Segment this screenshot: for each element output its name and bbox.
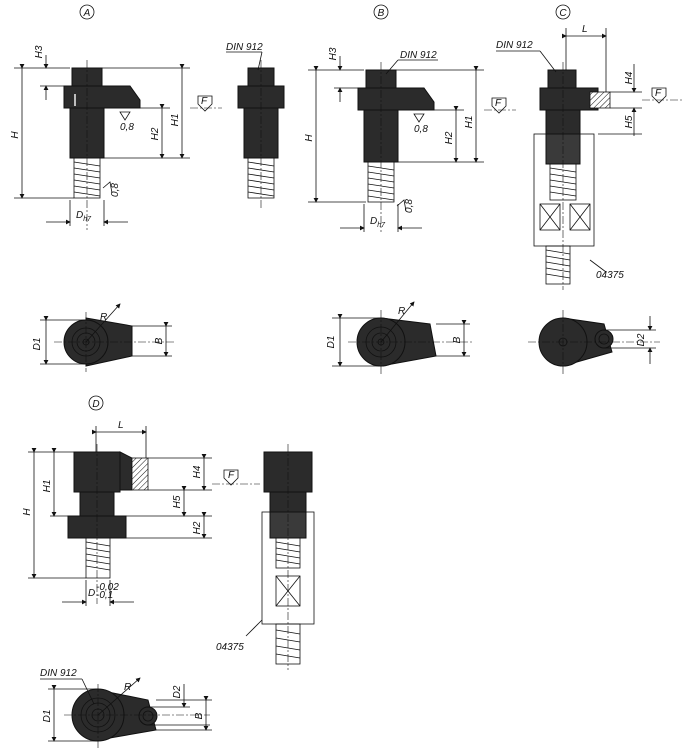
svg-text:H2: H2 [192, 521, 203, 534]
variant-a-side-view [63, 60, 141, 230]
variant-b-top-view: D1 R B [326, 301, 472, 374]
svg-text:DIN 912: DIN 912 [226, 42, 263, 53]
svg-text:H2: H2 [444, 131, 455, 144]
svg-text:H1: H1 [170, 114, 181, 127]
variant-a-dims: H H3 H1 H2 0,8 0,8 Dh7 F [10, 45, 222, 226]
svg-text:R: R [124, 682, 131, 693]
svg-text:H5: H5 [624, 115, 635, 128]
svg-text:DIN 912: DIN 912 [400, 50, 437, 61]
svg-text:B: B [194, 712, 205, 719]
svg-text:H: H [22, 508, 33, 516]
svg-text:-0,02: -0,02 [96, 582, 119, 593]
svg-text:D: D [92, 399, 99, 410]
svg-text:B: B [378, 8, 385, 19]
svg-text:B: B [452, 336, 463, 343]
svg-text:DIN 912: DIN 912 [496, 40, 533, 51]
svg-text:H4: H4 [192, 465, 203, 478]
svg-text:D1: D1 [42, 710, 53, 723]
svg-text:04375: 04375 [216, 642, 244, 653]
variant-a-label: A [79, 4, 95, 20]
svg-text:-0,1: -0,1 [96, 590, 113, 601]
svg-text:F: F [655, 88, 662, 99]
variant-b-label: B [373, 4, 389, 20]
svg-text:D: D [88, 588, 95, 599]
svg-text:L: L [118, 420, 124, 431]
svg-text:H: H [10, 131, 21, 139]
variant-b-dims: H H3 H1 H2 0,8 0,8 Dh7 F [304, 47, 516, 232]
svg-text:C: C [559, 8, 567, 19]
variant-d-dims: L H H1 H4 H5 H2 F D -0,02 -0,1 [22, 420, 260, 606]
svg-text:H5: H5 [172, 495, 183, 508]
svg-text:D2: D2 [172, 685, 183, 698]
svg-text:Dh7: Dh7 [370, 216, 386, 229]
svg-text:H3: H3 [34, 45, 45, 58]
svg-text:R: R [398, 306, 405, 317]
variant-d-right-view: 04375 [216, 444, 315, 670]
variant-c-side-view [533, 62, 611, 290]
svg-text:F: F [201, 96, 208, 107]
variant-c-top-view: D2 [528, 310, 660, 374]
svg-text:B: B [154, 337, 165, 344]
svg-text:0,8: 0,8 [414, 124, 428, 135]
svg-text:D1: D1 [32, 338, 43, 351]
svg-text:D2: D2 [636, 333, 647, 346]
svg-text:F: F [228, 470, 235, 481]
variant-c-label: C [555, 4, 571, 20]
svg-text:H: H [304, 134, 315, 142]
svg-text:0,8: 0,8 [404, 199, 415, 213]
variant-d-top-view: DIN 912 R D1 D2 B [40, 668, 212, 748]
svg-text:H4: H4 [624, 71, 635, 84]
variant-c-dims: DIN 912 L H4 H5 F 04375 [496, 24, 682, 281]
svg-text:04375: 04375 [596, 270, 624, 281]
svg-text:F: F [495, 98, 502, 109]
variant-a-rear-view: DIN 912 [226, 42, 285, 210]
svg-text:D1: D1 [326, 336, 337, 349]
svg-text:H1: H1 [464, 116, 475, 129]
svg-text:R: R [100, 312, 107, 323]
svg-text:0,8: 0,8 [110, 183, 121, 197]
svg-text:H3: H3 [328, 47, 339, 60]
svg-text:Dh7: Dh7 [76, 210, 92, 223]
svg-text:A: A [83, 8, 91, 19]
svg-text:H2: H2 [150, 127, 161, 140]
svg-text:DIN 912: DIN 912 [40, 668, 77, 679]
variant-d-side-view [67, 444, 149, 604]
variant-a-top-view: D1 R B [32, 303, 176, 372]
svg-text:0,8: 0,8 [120, 122, 134, 133]
variant-d-label: D [88, 395, 104, 411]
svg-text:L: L [582, 24, 588, 35]
variant-b-side-view: DIN 912 [357, 50, 438, 232]
svg-text:H1: H1 [42, 480, 53, 493]
